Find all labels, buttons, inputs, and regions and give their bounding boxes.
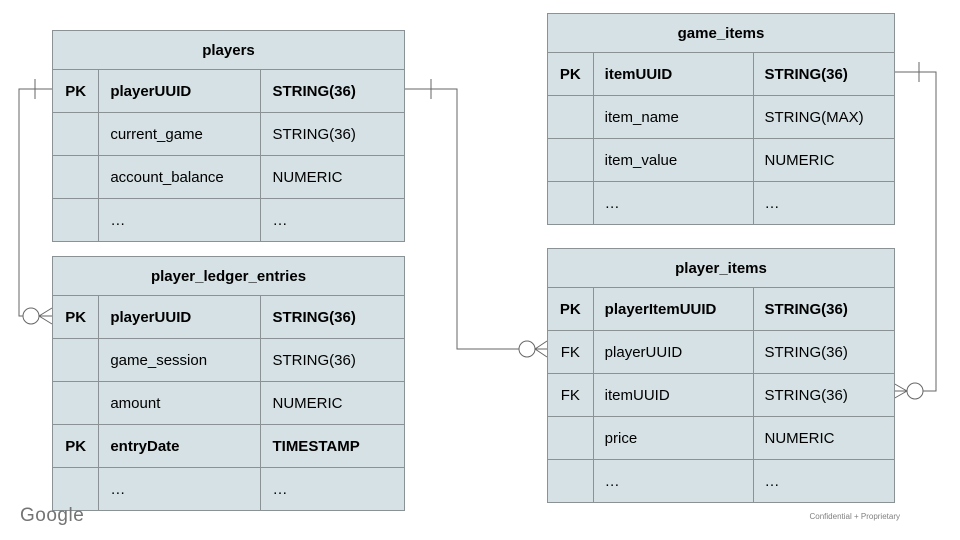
zero-circle-marker bbox=[518, 340, 536, 358]
many-crowfoot-marker bbox=[892, 382, 908, 400]
type-cell: NUMERIC bbox=[764, 151, 835, 169]
table-row: PK playerItemUUID STRING(36) bbox=[548, 288, 894, 331]
type-cell: STRING(36) bbox=[272, 351, 356, 369]
key-cell bbox=[53, 113, 100, 155]
table-title: player_items bbox=[548, 249, 894, 288]
type-cell: STRING(36) bbox=[764, 343, 848, 361]
type-cell: STRING(36) bbox=[764, 386, 848, 404]
key-cell bbox=[548, 460, 594, 502]
key-cell: PK bbox=[548, 288, 594, 330]
table-row: … … bbox=[548, 460, 894, 502]
many-crowfoot-marker bbox=[534, 340, 548, 358]
table-row: PK itemUUID STRING(36) bbox=[548, 53, 894, 96]
key-cell bbox=[548, 182, 594, 224]
key-cell bbox=[53, 382, 100, 424]
table-row: item_value NUMERIC bbox=[548, 139, 894, 182]
key-cell: PK bbox=[53, 425, 100, 467]
table-row: price NUMERIC bbox=[548, 417, 894, 460]
relationship-game_items-player_items bbox=[892, 62, 937, 400]
table-row: FK itemUUID STRING(36) bbox=[548, 374, 894, 417]
table-row: PK entryDate TIMESTAMP bbox=[53, 425, 404, 468]
table-row: current_game STRING(36) bbox=[53, 113, 404, 156]
type-cell: STRING(36) bbox=[764, 300, 848, 318]
type-cell: … bbox=[272, 480, 288, 498]
key-cell bbox=[53, 468, 100, 510]
table-title: players bbox=[53, 31, 404, 70]
field-cell: … bbox=[594, 460, 754, 502]
key-cell: FK bbox=[548, 374, 594, 416]
type-cell: TIMESTAMP bbox=[272, 437, 360, 455]
zero-circle-marker bbox=[22, 307, 40, 325]
key-cell: PK bbox=[53, 70, 100, 112]
zero-circle-marker bbox=[906, 382, 924, 400]
field-cell: playerItemUUID bbox=[594, 288, 754, 330]
field-cell: … bbox=[594, 182, 754, 224]
key-cell bbox=[548, 139, 594, 181]
field-cell: itemUUID bbox=[594, 53, 754, 95]
table-row: account_balance NUMERIC bbox=[53, 156, 404, 199]
table-players: players PK playerUUID STRING(36) current… bbox=[52, 30, 405, 242]
type-cell: STRING(36) bbox=[272, 82, 356, 100]
google-logo: Google bbox=[20, 505, 85, 526]
field-cell: itemUUID bbox=[594, 374, 754, 416]
field-cell: item_name bbox=[594, 96, 754, 138]
relationship-players-player_ledger_entries bbox=[18, 79, 53, 325]
table-row: PK playerUUID STRING(36) bbox=[53, 70, 404, 113]
field-cell: playerUUID bbox=[594, 331, 754, 373]
field-cell: entryDate bbox=[99, 425, 262, 467]
table-title: player_ledger_entries bbox=[53, 257, 404, 296]
table-row: … … bbox=[53, 199, 404, 241]
table-row: game_session STRING(36) bbox=[53, 339, 404, 382]
field-cell: price bbox=[594, 417, 754, 459]
type-cell: STRING(36) bbox=[764, 65, 848, 83]
relationship-line bbox=[893, 71, 937, 392]
table-game-items: game_items PK itemUUID STRING(36) item_n… bbox=[547, 13, 895, 225]
confidential-note: Confidential + Proprietary bbox=[809, 512, 901, 521]
many-crowfoot-marker bbox=[38, 307, 53, 325]
field-cell: game_session bbox=[99, 339, 262, 381]
table-row: … … bbox=[548, 182, 894, 224]
type-cell: NUMERIC bbox=[272, 394, 343, 412]
type-cell: … bbox=[764, 472, 780, 490]
table-player-items: player_items PK playerItemUUID STRING(36… bbox=[547, 248, 895, 503]
table-title: game_items bbox=[548, 14, 894, 53]
relationship-line bbox=[403, 88, 519, 350]
key-cell bbox=[548, 417, 594, 459]
key-cell bbox=[548, 96, 594, 138]
type-cell: NUMERIC bbox=[272, 168, 343, 186]
field-cell: … bbox=[99, 468, 262, 510]
field-cell: playerUUID bbox=[99, 70, 262, 112]
table-row: item_name STRING(MAX) bbox=[548, 96, 894, 139]
type-cell: STRING(MAX) bbox=[764, 108, 864, 126]
type-cell: … bbox=[764, 194, 780, 212]
field-cell: current_game bbox=[99, 113, 262, 155]
table-row: amount NUMERIC bbox=[53, 382, 404, 425]
field-cell: playerUUID bbox=[99, 296, 262, 338]
relationship-players-player_items bbox=[403, 79, 548, 358]
type-cell: STRING(36) bbox=[272, 308, 356, 326]
table-row: PK playerUUID STRING(36) bbox=[53, 296, 404, 339]
type-cell: … bbox=[272, 211, 288, 229]
type-cell: NUMERIC bbox=[764, 429, 835, 447]
type-cell: STRING(36) bbox=[272, 125, 356, 143]
relationship-line bbox=[18, 88, 52, 317]
field-cell: … bbox=[99, 199, 262, 241]
table-row: FK playerUUID STRING(36) bbox=[548, 331, 894, 374]
key-cell bbox=[53, 199, 100, 241]
field-cell: account_balance bbox=[99, 156, 262, 198]
key-cell: PK bbox=[548, 53, 594, 95]
table-player-ledger-entries: player_ledger_entries PK playerUUID STRI… bbox=[52, 256, 405, 511]
table-row: … … bbox=[53, 468, 404, 510]
key-cell bbox=[53, 156, 100, 198]
key-cell: FK bbox=[548, 331, 594, 373]
field-cell: amount bbox=[99, 382, 262, 424]
key-cell bbox=[53, 339, 100, 381]
key-cell: PK bbox=[53, 296, 100, 338]
field-cell: item_value bbox=[594, 139, 754, 181]
